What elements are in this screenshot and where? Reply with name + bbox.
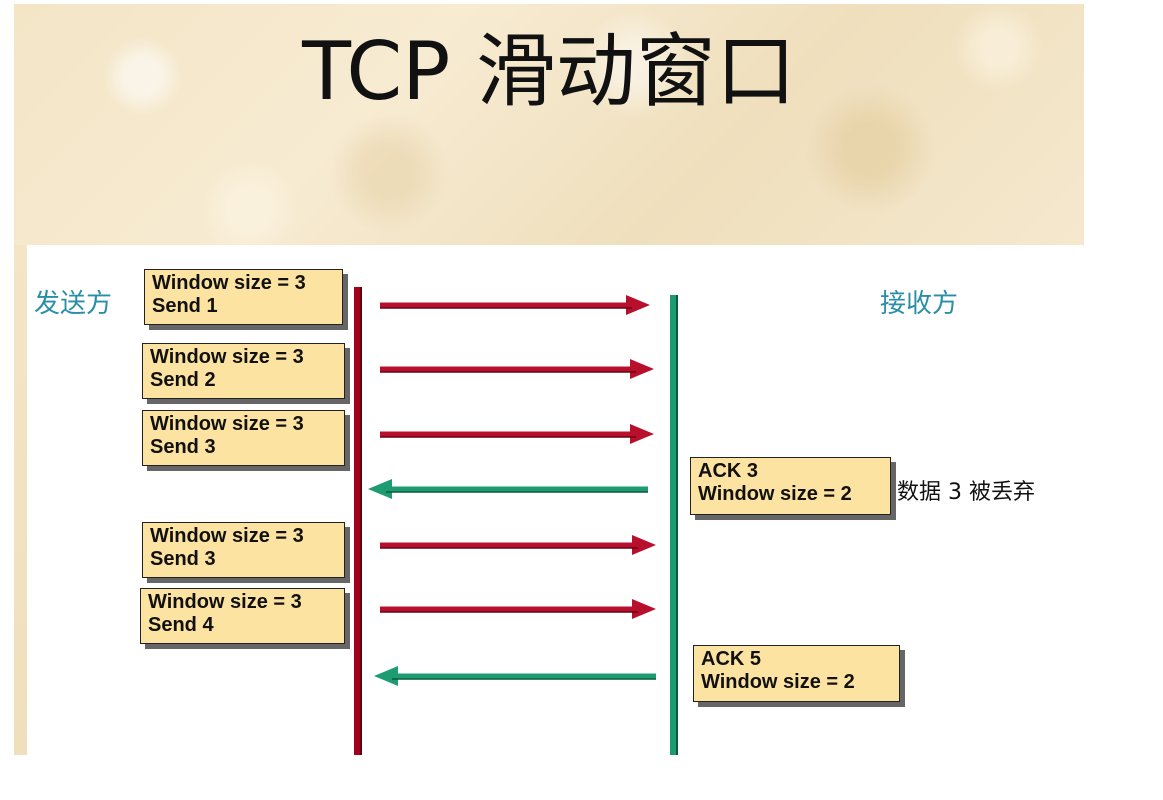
window-size-text: Window size = 3: [148, 591, 302, 613]
window-size-text: Window size = 3: [150, 525, 304, 547]
data-arrow: [380, 295, 650, 315]
sender-message-box: Window size = 3 Send 2: [142, 343, 345, 399]
data-arrow: [380, 599, 656, 619]
receiver-message-box: ACK 5 Window size = 2: [693, 645, 900, 702]
data-arrow: [380, 359, 654, 379]
receiver-label: 接收方: [880, 289, 959, 319]
sender-message-box: Window size = 3 Send 3: [142, 522, 345, 578]
background-strip: [14, 245, 27, 755]
sender-message-box: Window size = 3 Send 3: [142, 410, 345, 466]
receiver-timeline: [670, 295, 676, 755]
ack-arrow: [368, 479, 648, 499]
window-size-text: Window size = 2: [698, 483, 852, 505]
ack-text: ACK 5: [701, 648, 762, 670]
sender-timeline-shadow: [360, 287, 362, 755]
window-size-text: Window size = 3: [152, 272, 306, 294]
sender-timeline: [354, 287, 360, 755]
data-arrow: [380, 535, 656, 555]
send-text: Send 4: [148, 614, 214, 636]
receiver-message-box: ACK 3 Window size = 2: [690, 457, 891, 515]
send-text: Send 2: [150, 369, 216, 391]
ack-text: ACK 3: [698, 460, 759, 482]
sender-message-box: Window size = 3 Send 1: [144, 269, 343, 325]
title-banner: TCP 滑动窗口: [14, 4, 1084, 245]
data-dropped-note: 数据 3 被丢弃: [897, 480, 1035, 505]
sender-label: 发送方: [34, 289, 113, 319]
receiver-timeline-shadow: [676, 295, 678, 755]
send-text: Send 3: [150, 436, 216, 458]
send-text: Send 1: [152, 295, 218, 317]
window-size-text: Window size = 3: [150, 346, 304, 368]
slide-title: TCP 滑动窗口: [302, 25, 796, 118]
send-text: Send 3: [150, 548, 216, 570]
window-size-text: Window size = 3: [150, 413, 304, 435]
window-size-text: Window size = 2: [701, 671, 855, 693]
ack-arrow: [374, 666, 656, 686]
sequence-diagram-panel: [27, 245, 1084, 755]
data-arrow: [380, 424, 654, 444]
sender-message-box: Window size = 3 Send 4: [140, 588, 345, 644]
